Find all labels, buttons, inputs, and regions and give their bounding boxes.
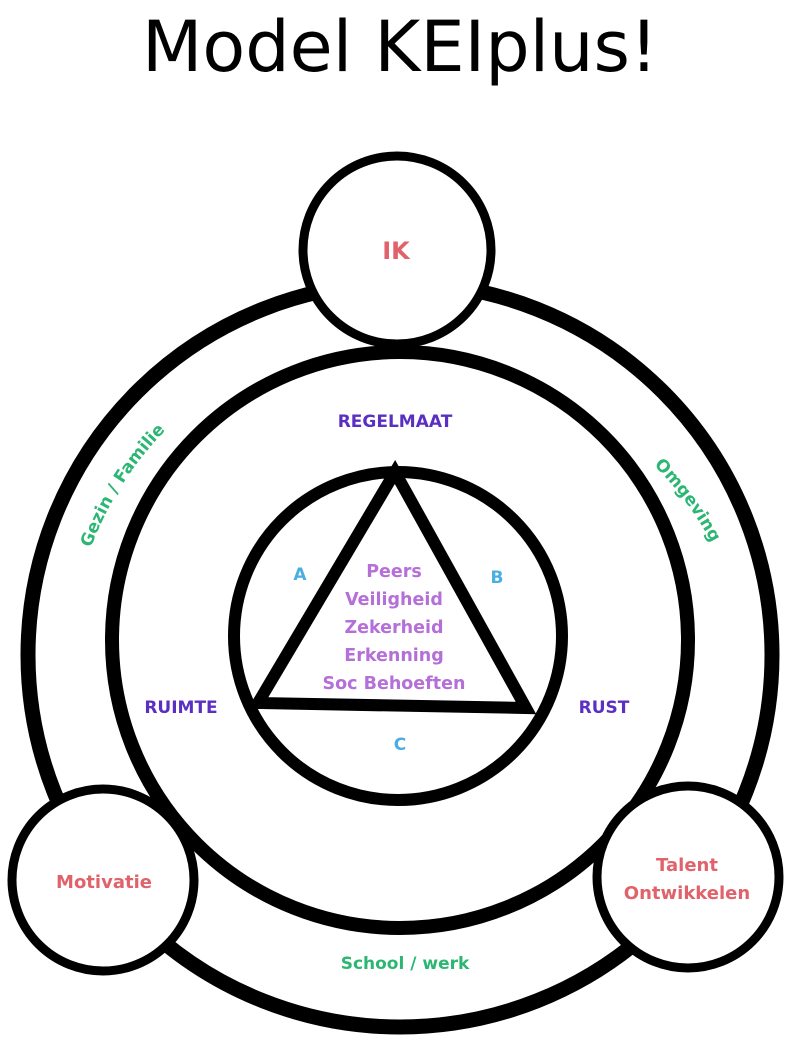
axis-label-regelmaat: REGELMAAT bbox=[338, 412, 453, 432]
core-item: Zekerheid bbox=[344, 618, 443, 638]
core-item: Erkenning bbox=[344, 646, 444, 666]
node-circle-motivatie bbox=[7, 784, 199, 976]
corner-label-c: C bbox=[394, 735, 406, 755]
middle-ring bbox=[105, 345, 695, 935]
node-label-talent: Talent bbox=[656, 855, 718, 876]
node-circle-ik bbox=[298, 151, 496, 349]
center-triangle bbox=[247, 459, 537, 715]
page-title: Model KEIplus! bbox=[142, 6, 658, 88]
node-label-ik: IK bbox=[382, 237, 411, 265]
corner-label-b: B bbox=[491, 568, 504, 588]
node-circle-talent bbox=[592, 781, 784, 973]
context-label-school: School / werk bbox=[341, 954, 470, 974]
core-item: Soc Behoeften bbox=[323, 674, 466, 694]
axis-label-ruimte: RUIMTE bbox=[144, 698, 217, 718]
axis-label-rust: RUST bbox=[579, 698, 630, 718]
node-label-ontwikkelen: Ontwikkelen bbox=[624, 883, 750, 904]
node-label-motivatie: Motivatie bbox=[56, 872, 152, 893]
core-item: Peers bbox=[366, 562, 422, 582]
corner-label-a: A bbox=[293, 565, 307, 585]
core-item: Veiligheid bbox=[345, 590, 443, 610]
